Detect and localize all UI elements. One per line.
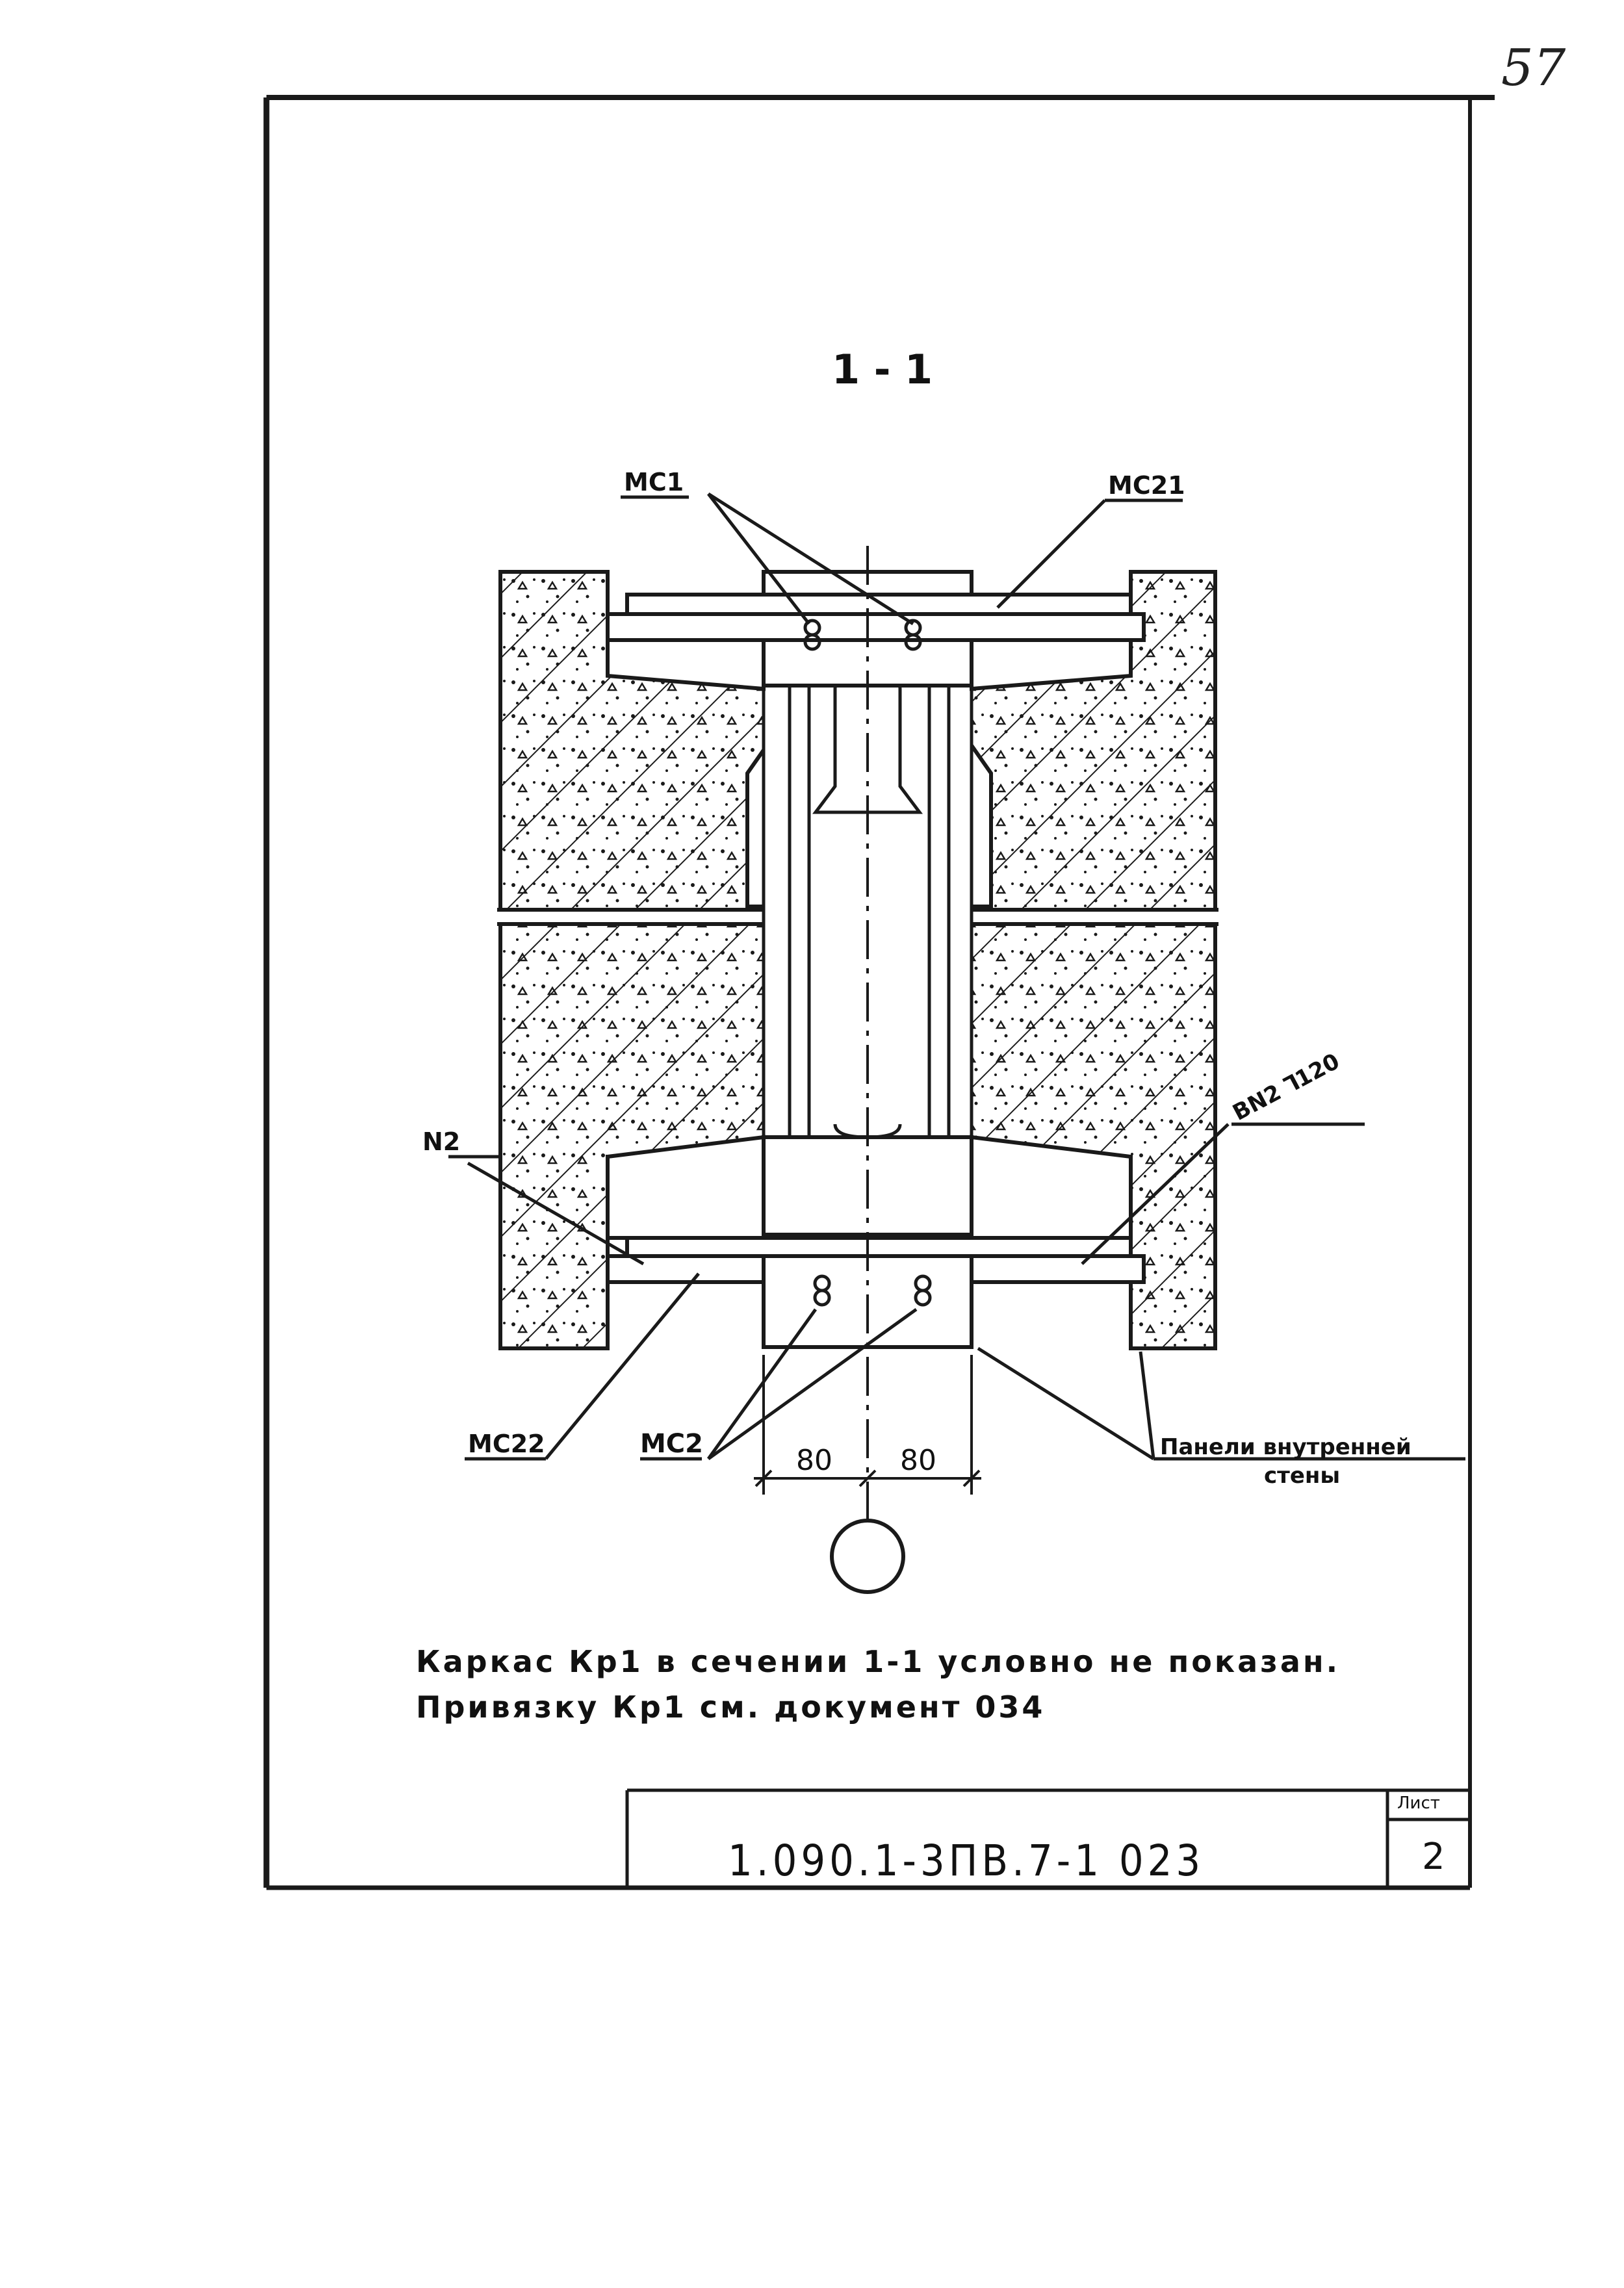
dimension-right: 80 [900,1444,936,1477]
label-mc1: МС1 [624,468,684,496]
label-mc2: МС2 [640,1429,703,1459]
handwritten-page-number: 57 [1501,39,1566,97]
right-wall-panel [966,570,1217,1350]
dimension-lines [754,1355,981,1495]
top-embedded-parts [606,570,1146,691]
note-line-1: Каркас Кр1 в сечении 1-1 условно не пока… [416,1644,1341,1679]
label-n2: N2 [422,1127,460,1156]
label-weld: ВN2 ⅂120 [1228,1048,1344,1126]
label-mc21: МС21 [1108,471,1185,500]
note-line-2: Привязку Кр1 см. документ 034 [416,1690,1046,1725]
column-axis [830,546,905,1594]
leader-lines [448,492,1465,1461]
title-block-sheet-number: 2 [1422,1836,1445,1878]
title-block-code: 1.090.1-3ПВ.7-1 023 [728,1836,1205,1886]
title-block-sheet-label: Лист [1397,1793,1440,1813]
axis-marker-circle [830,1519,905,1594]
label-panels-line2: стены [1264,1463,1340,1489]
bottom-embedded-parts [606,1135,1146,1349]
label-panels-line1: Панели внутренней [1160,1434,1411,1460]
label-mc22: МС22 [468,1430,545,1458]
bottom-anchors [813,1274,932,1307]
sheet-frame [263,95,1495,1890]
top-anchors [803,619,922,651]
section-title: 1 - 1 [832,346,933,393]
dimension-left: 80 [796,1444,832,1477]
title-block [625,1788,1470,1888]
